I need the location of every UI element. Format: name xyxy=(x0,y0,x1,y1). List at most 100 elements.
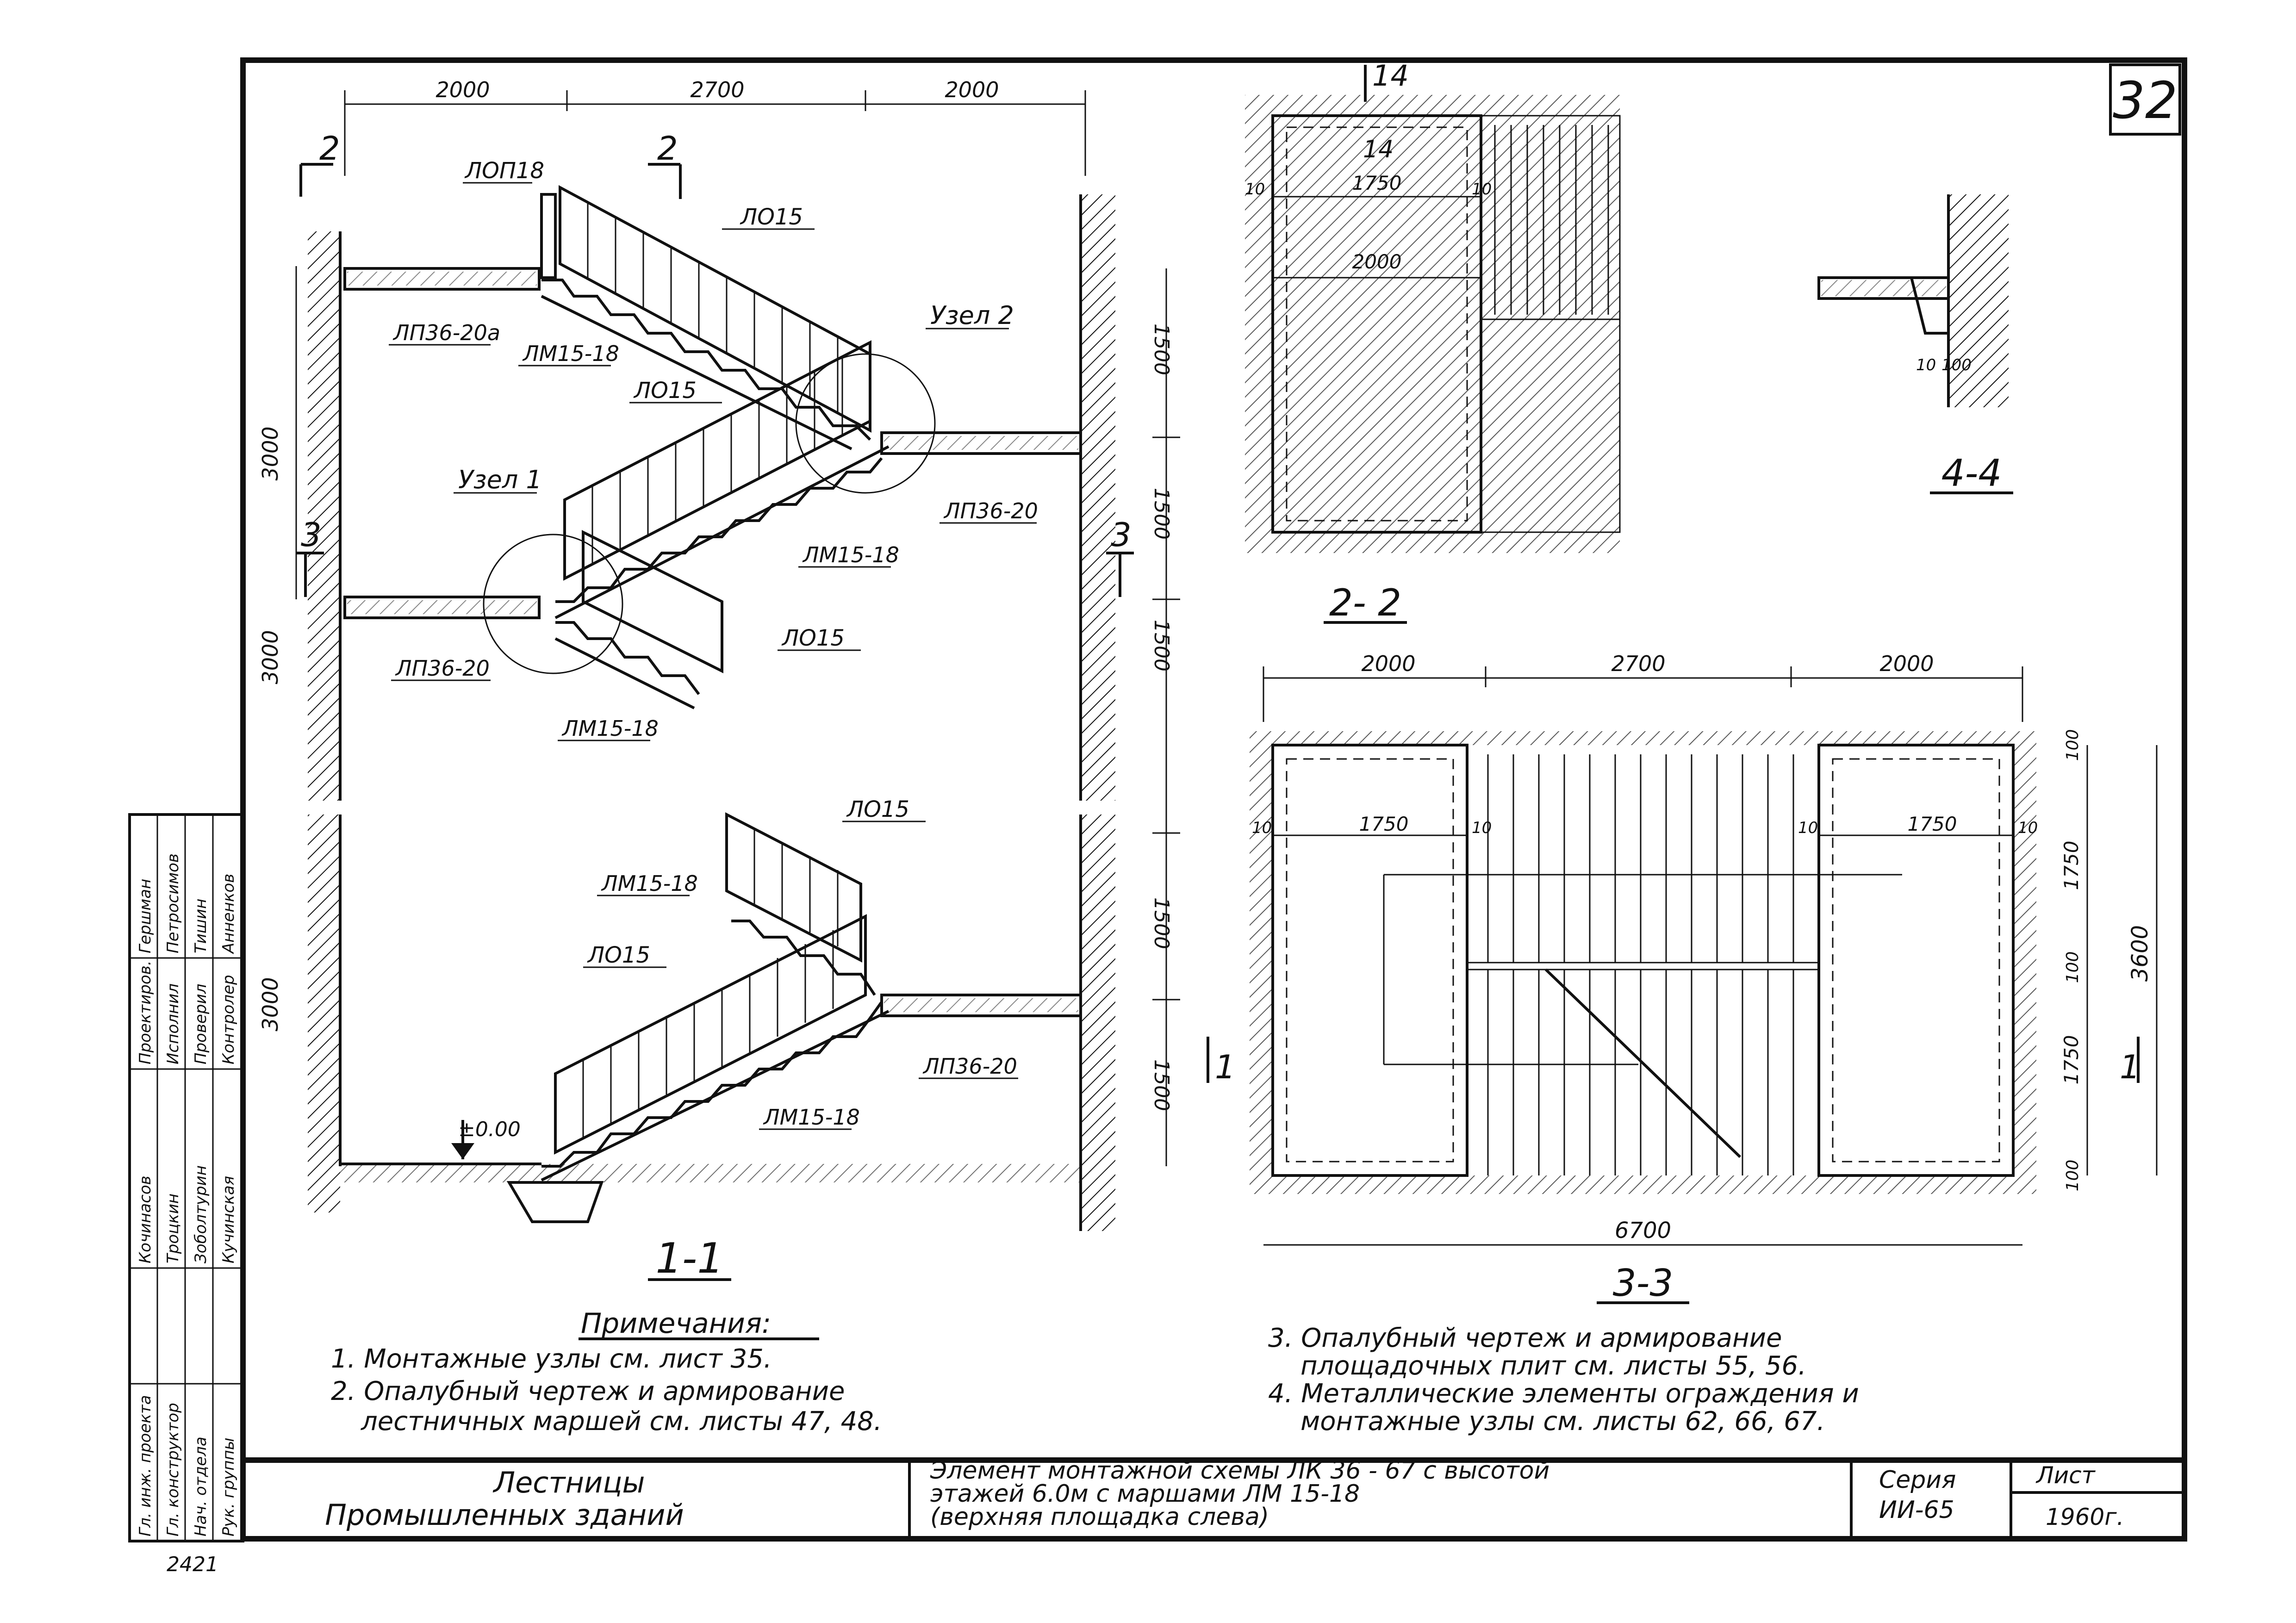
title-desc-line1: Элемент монтажной схемы ЛК 36 - 67 с выс… xyxy=(930,1457,1549,1485)
node-1-circle xyxy=(483,534,623,674)
flight-lm15-18-d xyxy=(731,920,876,996)
label-lm15-18-e: ЛМ15-18 xyxy=(763,1105,860,1130)
sheet-label: Лист xyxy=(2035,1462,2096,1489)
note-3b: площадочных плит см. листы 55, 56. xyxy=(1300,1351,1806,1381)
railing-lo15-c xyxy=(725,812,862,963)
dim-top-1: 2000 xyxy=(436,77,490,102)
stamp-name2-4: Анненков xyxy=(219,874,238,954)
dim-3-3-1750-right: 1750 xyxy=(1908,813,1957,835)
note-2a: 2. Опалубный чертеж и армирование xyxy=(331,1376,845,1406)
title-left-line2: Промышленных зданий xyxy=(325,1498,684,1532)
stamp-role-1: Гл. инж. проекта xyxy=(136,1395,155,1536)
dim-3-3-10-d: 10 xyxy=(2018,819,2038,837)
stamp-role2-3: Проверил xyxy=(192,984,210,1064)
railing-lo15-d xyxy=(554,914,867,1155)
label-lm15-18-b: ЛМ15-18 xyxy=(802,542,899,567)
landing-3-3-right xyxy=(1817,744,2015,1177)
stamp-name2-1: Гершман xyxy=(136,879,155,953)
title-desc-line2: этажей 6.0м с маршами ЛМ 15-18 xyxy=(930,1480,1360,1508)
label-node-2: Узел 2 xyxy=(930,301,1014,330)
series-label: Серия xyxy=(1879,1466,1956,1494)
landing-3-3-left xyxy=(1271,744,1468,1177)
cut-mark-14: 14 xyxy=(1372,59,1409,93)
section-2-2-title: 2- 2 xyxy=(1329,581,1401,624)
cut-mark-1-left: 1 xyxy=(1215,1048,1236,1086)
note-4b: монтажные узлы см. листы 62, 66, 67. xyxy=(1300,1406,1825,1436)
node-2-circle xyxy=(795,353,936,494)
dim-3-3-right-1: 100 xyxy=(2063,729,2082,761)
flight-lm15-18-a xyxy=(541,279,871,441)
railing-lo15-b xyxy=(563,340,871,581)
label-lo15-b: ЛО15 xyxy=(633,378,697,404)
series-value: ИИ-65 xyxy=(1879,1496,1954,1524)
dim-3-3-10-a: 10 xyxy=(1252,819,1272,837)
dim-3-3-right-5: 100 xyxy=(2063,1160,2082,1192)
stamp-name-4: Кучинская xyxy=(219,1176,238,1263)
signature-stamp: Гл. инж. проекта Гл. конструктор Нач. от… xyxy=(128,813,244,1542)
cut-mark-2-mid: 2 xyxy=(657,130,678,168)
dim-right-4: 1500 xyxy=(1150,897,1173,949)
title-desc-line3: (верхняя площадка слева) xyxy=(930,1503,1269,1531)
section-1-1-title: 1-1 xyxy=(656,1234,724,1283)
flight-lm15-18-e xyxy=(541,1001,883,1168)
stamp-name-2: Троцкин xyxy=(164,1194,182,1263)
stamp-role-2: Гл. конструктор xyxy=(164,1403,182,1536)
label-lo15-a: ЛО15 xyxy=(740,204,803,230)
dim-3-3-top-3: 2000 xyxy=(1879,651,1934,676)
label-lp36-20-mid-left: ЛП36-20 xyxy=(395,656,490,681)
slab-lp36-20-mid-right xyxy=(880,431,1082,455)
dim-left-2: 3000 xyxy=(258,630,283,684)
label-lo15-e: ЛО15 xyxy=(587,942,650,968)
dim-2-2-2000: 2000 xyxy=(1352,250,1402,273)
section-3-3-title: 3-3 xyxy=(1613,1262,1674,1305)
dim-top-2: 2700 xyxy=(690,77,744,102)
svg-text:32: 32 xyxy=(2113,71,2178,130)
dim-left-3: 3000 xyxy=(258,977,283,1031)
stamp-name-1: Кочинасов xyxy=(136,1175,155,1263)
label-node-1: Узел 1 xyxy=(458,465,542,494)
post-lop18 xyxy=(540,193,557,279)
dim-3-3-10-c: 10 xyxy=(1798,819,1818,837)
cut-mark-14-inner: 14 xyxy=(1363,136,1394,163)
section-3-3: 2000 2700 2000 xyxy=(1207,651,2158,1305)
slab-lp36-20-mid-left xyxy=(343,596,541,619)
railing-lo15-a xyxy=(559,185,871,433)
dim-3-3-10-b: 10 xyxy=(1472,819,1492,837)
stamp-role-3: Нач. отдела xyxy=(192,1436,210,1536)
note-2b: лестничных маршей см. листы 47, 48. xyxy=(361,1406,882,1436)
wall-left-lower xyxy=(308,815,340,1213)
stamp-role2-2: Исполнил xyxy=(164,983,182,1064)
note-1: 1. Монтажные узлы см. лист 35. xyxy=(331,1344,772,1374)
note-4a: 4. Металлические элементы ограждения и xyxy=(1268,1379,1859,1409)
label-lm15-18-c: ЛМ15-18 xyxy=(561,716,659,741)
dim-left-1: 3000 xyxy=(258,426,283,480)
dim-3-3-right-2: 1750 xyxy=(2060,841,2083,890)
cut-mark-3-left: 3 xyxy=(301,516,322,554)
label-lm15-18-d: ЛМ15-18 xyxy=(601,871,698,896)
section-4-4: 10 100 4-4 xyxy=(1817,194,2013,495)
dim-2-2-1750: 1750 xyxy=(1352,172,1402,194)
dim-3-3-right-3: 100 xyxy=(2063,951,2082,983)
title-block: Лестницы Промышленных зданий Элемент мон… xyxy=(243,1457,2184,1539)
title-left-line1: Лестницы xyxy=(493,1466,645,1499)
wall-left-upper xyxy=(308,231,340,801)
dim-3-3-top-2: 2700 xyxy=(1611,651,1665,676)
sheet-number-box: 32 xyxy=(2109,63,2181,136)
sheet-border xyxy=(240,57,2187,1542)
page-corner-number: 2421 xyxy=(167,1553,218,1576)
label-lo15-c: ЛО15 xyxy=(781,625,845,651)
cut-mark-3-right: 3 xyxy=(1111,516,1132,554)
dim-3-3-right-4: 1750 xyxy=(2060,1035,2083,1085)
dim-3-3-1750-left: 1750 xyxy=(1359,813,1409,835)
section-1-1: 2000 2700 2000 3000 3000 3000 1500 1500 … xyxy=(258,77,1180,1283)
stamp-name-3: Зоболтурин xyxy=(192,1165,210,1263)
dim-3-3-total-height: 3600 xyxy=(2127,925,2153,982)
stamp-role2-1: Проектиров. xyxy=(136,960,155,1064)
flights-3-3 xyxy=(1467,754,1819,1175)
flight-lm15-18-c xyxy=(555,621,700,695)
slab-lp36-20a-top xyxy=(343,267,541,291)
dim-4-4-10: 10 xyxy=(1916,356,1936,374)
label-lop18: ЛОП18 xyxy=(464,158,544,184)
dim-3-3-total-width: 6700 xyxy=(1615,1218,1671,1244)
dim-right-3: 1500 xyxy=(1150,620,1173,672)
